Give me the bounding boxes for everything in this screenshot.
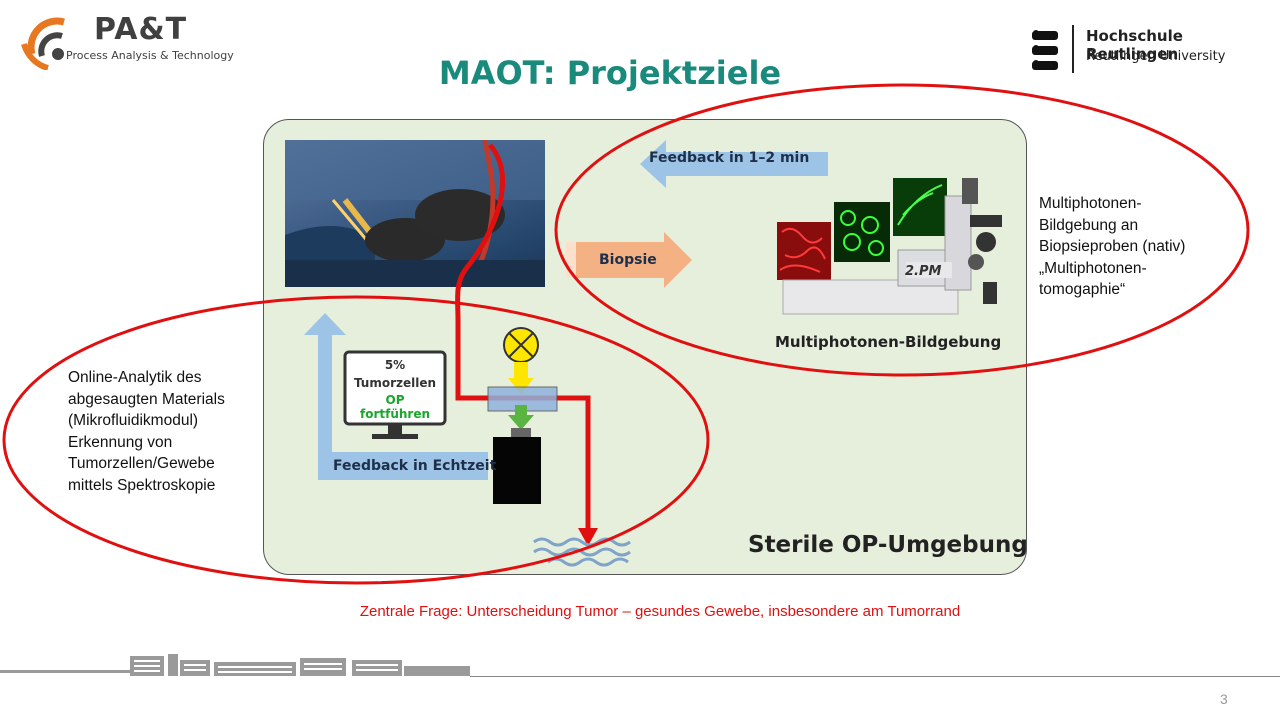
left-note-line: Erkennung von <box>68 433 173 451</box>
page-number: 3 <box>1220 691 1228 707</box>
left-note-line: (Mikrofluidikmodul) <box>68 412 199 429</box>
imaging-label: Multiphotonen-Bildgebung <box>775 333 1002 351</box>
right-note: Multiphotonen- Bildgebung an Biopsieprob… <box>1039 193 1239 301</box>
environment-label: Sterile OP-Umgebung <box>748 532 1028 558</box>
ellipse-multiphoton <box>554 83 1250 377</box>
detector-arrow <box>508 415 534 430</box>
waste-waves <box>533 537 631 547</box>
micrograph-red <box>777 222 831 280</box>
biopsy-label: Biopsie <box>599 252 657 268</box>
tube-line <box>455 143 591 532</box>
device-label: 2.PM <box>905 264 942 279</box>
university-subtitle: Reutlingen University <box>1086 49 1226 64</box>
university-name: Hochschule Reutlingen <box>1086 27 1183 63</box>
right-note-line: Biopsieproben (nativ) <box>1039 238 1186 255</box>
feedback-realtime-arrow <box>304 313 488 480</box>
left-note-line: Online-Analytik des <box>68 369 202 386</box>
ellipse-online-analytics <box>2 295 710 585</box>
monitor-percent: 5% <box>384 358 406 372</box>
right-note-line: Bildgebung an <box>1039 216 1139 234</box>
logo-divider <box>1072 25 1074 73</box>
footer-line <box>470 676 1280 677</box>
left-note-line: Tumorzellen/Gewebe <box>68 455 215 472</box>
campus-skyline-icon <box>0 654 470 676</box>
right-note-line: tomogaphie“ <box>1039 281 1126 298</box>
monitor-action: OP fortführen <box>359 393 431 421</box>
feedback-top-label: Feedback in 1–2 min <box>649 150 810 166</box>
detector-box <box>493 437 541 504</box>
left-note: Online-Analytik des abgesaugten Material… <box>68 367 268 496</box>
left-note-line: abgesaugten Materials <box>68 390 225 408</box>
lions-crest-icon <box>1032 30 1058 70</box>
pat-logo-icon <box>21 17 65 70</box>
feedback-realtime-label: Feedback in Echtzeit <box>333 458 497 474</box>
biopsy-arrow <box>566 232 692 288</box>
feedback-top-arrow <box>640 140 828 188</box>
page-title: MAOT: Projektziele <box>438 54 782 92</box>
logo-subtitle: Process Analysis & Technology <box>66 49 234 62</box>
monitor-label: Tumorzellen <box>353 376 437 390</box>
left-note-line: mittels Spektroskopie <box>68 476 216 494</box>
drain-arrowhead <box>578 528 598 546</box>
central-question: Zentrale Frage: Unterscheidung Tumor – g… <box>359 603 961 620</box>
logo-title: PA&T <box>94 12 188 47</box>
right-note-line: „Multiphotonen- <box>1039 259 1147 277</box>
right-note-line: Multiphotonen- <box>1039 195 1142 212</box>
light-arrow <box>508 378 534 394</box>
